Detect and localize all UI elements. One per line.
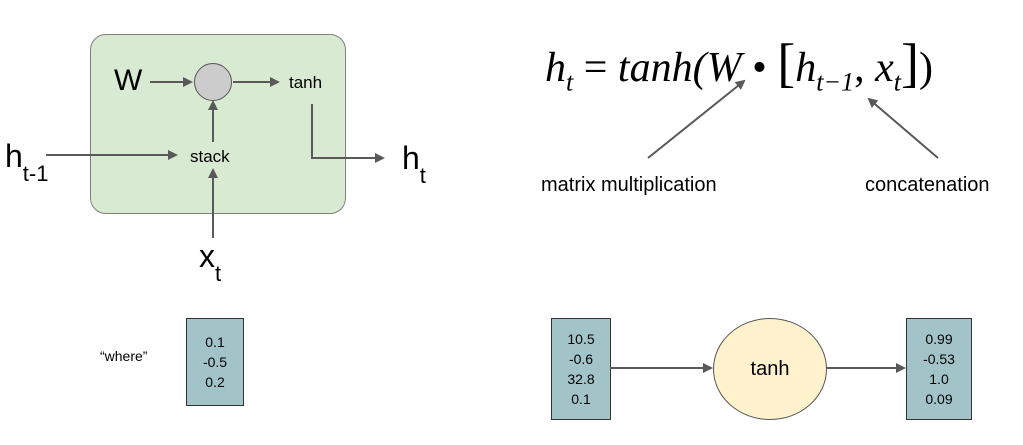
vector-cell: -0.6 — [568, 351, 594, 367]
equation: ht = tanh(W • [ht−1, xt]) — [545, 32, 933, 97]
input-x-sub: t — [215, 261, 222, 286]
eq-lhs-base: h — [545, 45, 566, 91]
matrix-multiplication-annotation: matrix multiplication — [541, 174, 717, 196]
tanh-function-label: tanh — [750, 357, 790, 380]
eq-rparen: ) — [918, 45, 933, 91]
vector-cell: 0.1 — [205, 334, 225, 350]
tanh-to-hout-arrow — [311, 104, 385, 163]
vector-cell: 0.99 — [925, 331, 953, 347]
eq-hprev-base: h — [795, 45, 817, 91]
eq-lbracket: [ — [777, 33, 796, 93]
example-word: “where” — [100, 348, 148, 364]
hidden-out-label: ht — [402, 140, 426, 188]
matmul-annotation-arrow — [647, 79, 746, 159]
concat-annotation-arrow — [867, 97, 939, 159]
output-vector: 0.99 -0.53 1.0 0.09 — [906, 318, 972, 420]
vector-cell: 32.8 — [567, 371, 595, 387]
multiply-node — [194, 63, 232, 101]
eq-x-sub: t — [893, 67, 901, 97]
eq-lhs-sub: t — [566, 67, 574, 97]
vector-cell: 10.5 — [567, 331, 595, 347]
vector-cell: 0.09 — [925, 391, 953, 407]
eq-x-base: x — [875, 45, 894, 91]
hidden-prev-base: h — [5, 138, 23, 174]
tanh-function-node: tanh — [713, 318, 827, 420]
hidden-out-sub: t — [419, 163, 426, 188]
hidden-prev-label: ht-1 — [5, 138, 48, 186]
weight-label: W — [114, 64, 143, 97]
vector-cell: 0.1 — [571, 391, 591, 407]
input-x-base: x — [199, 238, 215, 274]
eq-dot: • — [752, 45, 767, 91]
eq-rbracket: ] — [900, 33, 919, 93]
hidden-prev-sub: t-1 — [22, 161, 49, 186]
hidden-out-base: h — [402, 140, 420, 176]
vector-cell: -0.5 — [202, 354, 228, 370]
input-x-label: xt — [199, 238, 221, 286]
tanh-label: tanh — [289, 73, 323, 92]
eq-func: tanh( — [617, 45, 707, 91]
eq-comma: , — [854, 45, 865, 91]
stack-label: stack — [190, 147, 230, 166]
eq-hprev-sub: t−1 — [816, 67, 855, 97]
concatenation-annotation: concatenation — [865, 174, 990, 196]
vector-cell: 0.2 — [205, 374, 225, 390]
word-vector: 0.1 -0.5 0.2 — [186, 318, 244, 406]
vector-cell: -0.53 — [923, 351, 955, 367]
eq-equals: = — [583, 45, 608, 91]
vector-cell: 1.0 — [929, 371, 949, 387]
